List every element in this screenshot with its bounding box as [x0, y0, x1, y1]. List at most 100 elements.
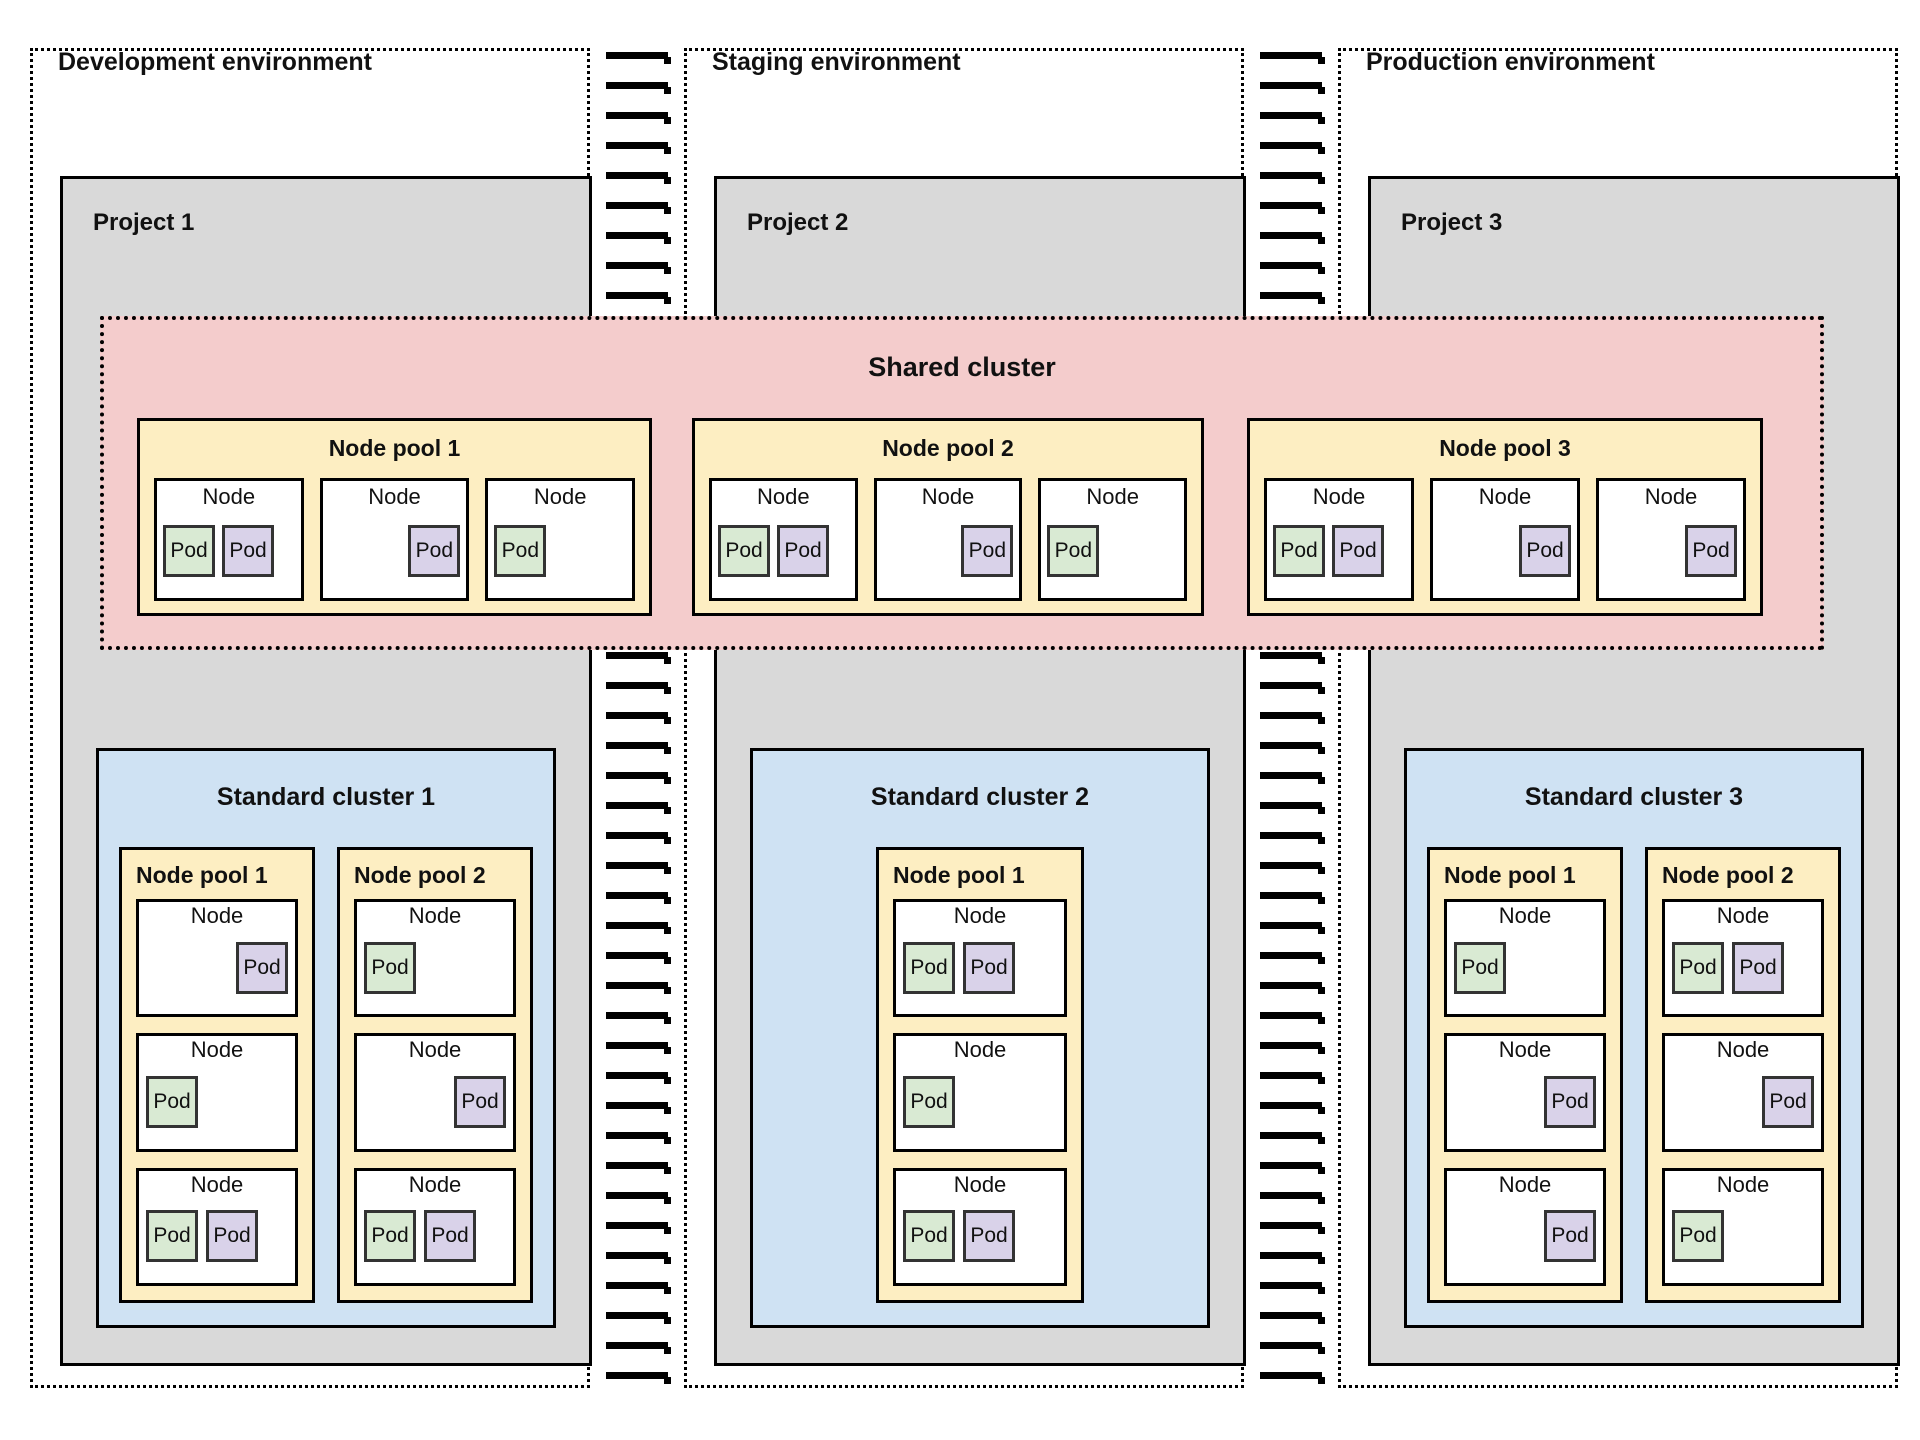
node-label: Node — [953, 1037, 1007, 1063]
separator-rung — [606, 1192, 671, 1204]
pod-container: Pod — [1447, 1063, 1603, 1149]
pod-container: Pod — [1447, 928, 1603, 1014]
pod-purple: Pod — [206, 1210, 258, 1263]
separator-rung — [606, 922, 671, 934]
separator-rung — [1260, 262, 1325, 274]
separator-rung — [606, 802, 671, 814]
standard-cluster-title-1: Standard cluster 1 — [216, 783, 436, 811]
separator-rung — [606, 1372, 671, 1384]
separator-rung — [606, 712, 671, 724]
pod-green: Pod — [903, 1210, 955, 1263]
shared-node-pool-title-3: Node pool 3 — [1439, 435, 1571, 461]
node-label: Node — [408, 1171, 462, 1197]
separator-rung — [1260, 1222, 1325, 1234]
separator-rung — [606, 1072, 671, 1084]
standard-cluster-title-3: Standard cluster 3 — [1524, 783, 1744, 811]
separator-rung — [1260, 142, 1325, 154]
pod-purple: Pod — [454, 1076, 506, 1129]
pod-purple: Pod — [236, 941, 288, 994]
node-label: Node — [1498, 1037, 1552, 1063]
pod-green: Pod — [1047, 524, 1100, 577]
separator-rung — [606, 1132, 671, 1144]
node-label: Node — [1312, 484, 1366, 509]
pod-container: Pod — [1433, 509, 1577, 598]
separator-rung — [1260, 1282, 1325, 1294]
pod-container: Pod — [1665, 1197, 1821, 1283]
project-title-3: Project 3 — [1401, 209, 1503, 236]
separator-rung — [606, 112, 671, 124]
environment-separator-2 — [1258, 48, 1326, 1388]
pod-container: Pod — [1447, 1197, 1603, 1283]
pod-container: Pod — [357, 928, 513, 1014]
separator-rung — [1260, 832, 1325, 844]
pod-green: Pod — [146, 1210, 198, 1263]
pod-green: Pod — [1672, 1210, 1724, 1263]
separator-rung — [1260, 802, 1325, 814]
separator-rung — [1260, 232, 1325, 244]
separator-rung — [1260, 1132, 1325, 1144]
pod-container: Pod — [1599, 509, 1743, 598]
separator-rung — [1260, 112, 1325, 124]
separator-rung — [606, 742, 671, 754]
separator-rung — [606, 142, 671, 154]
separator-rung — [606, 832, 671, 844]
node-label: Node — [757, 484, 810, 509]
pod-purple: Pod — [1332, 524, 1384, 577]
separator-rung — [606, 772, 671, 784]
separator-rung — [1260, 82, 1325, 94]
separator-rung — [606, 652, 671, 664]
separator-rung — [1260, 892, 1325, 904]
separator-rung — [606, 1252, 671, 1264]
separator-rung — [606, 892, 671, 904]
pod-purple: Pod — [1544, 1210, 1596, 1263]
project-title-1: Project 1 — [93, 209, 195, 236]
node-label: Node — [1086, 484, 1139, 509]
node-label: Node — [1716, 903, 1770, 928]
separator-rung — [1260, 922, 1325, 934]
separator-rung — [1260, 1192, 1325, 1204]
node-pool-title: Node pool 1 — [136, 862, 268, 888]
shared-node-pool-title-1: Node pool 1 — [328, 435, 461, 461]
pod-container: Pod — [139, 928, 295, 1014]
separator-rung — [1260, 1372, 1325, 1384]
node-label: Node — [921, 484, 975, 509]
node-label: Node — [1498, 1171, 1552, 1197]
separator-rung — [606, 1222, 671, 1234]
separator-rung — [606, 172, 671, 184]
separator-rung — [606, 1342, 671, 1354]
node-label: Node — [368, 484, 421, 509]
separator-rung — [1260, 1252, 1325, 1264]
separator-rung — [1260, 772, 1325, 784]
separator-rung — [606, 262, 671, 274]
node-label: Node — [190, 903, 244, 928]
separator-rung — [1260, 682, 1325, 694]
separator-rung — [606, 952, 671, 964]
node-pool-title: Node pool 2 — [354, 862, 486, 888]
pod-container: Pod — [877, 509, 1020, 598]
pod-purple: Pod — [1732, 941, 1784, 994]
pod-green: Pod — [1273, 524, 1325, 577]
